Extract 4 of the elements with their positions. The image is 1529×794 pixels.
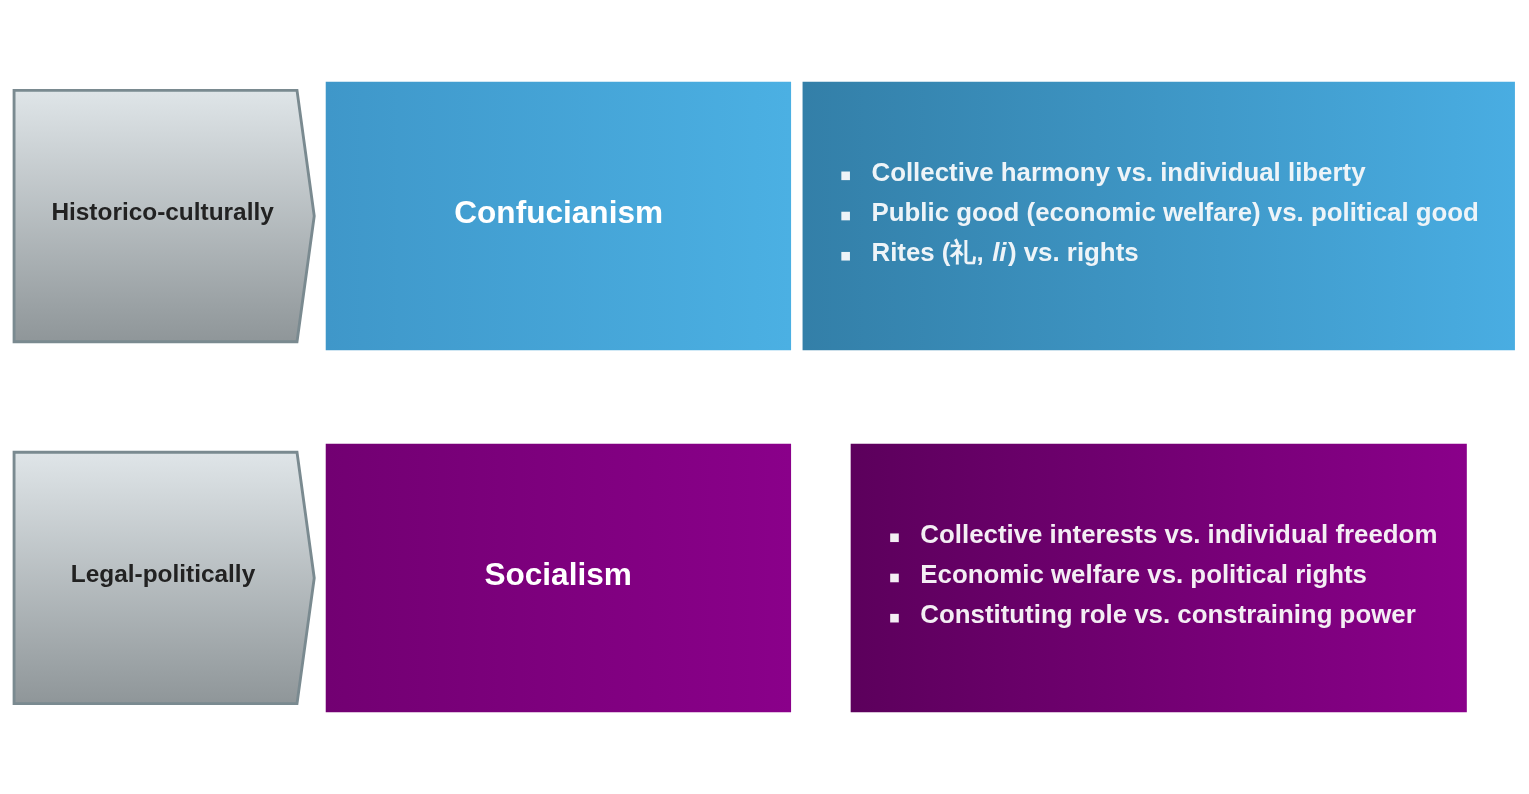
node-box: Collective interests vs. individual freedom Economic welfare vs. political rights Constituting role vs. constraining power xyxy=(850,443,1467,713)
node-box: Socialism xyxy=(325,443,792,713)
node-box: Collective harmony vs. individual liberty Public good (economic welfare) vs. political good Rites (礼, li) vs. rights xyxy=(802,81,1515,351)
node-box: Confucianism xyxy=(325,81,792,351)
